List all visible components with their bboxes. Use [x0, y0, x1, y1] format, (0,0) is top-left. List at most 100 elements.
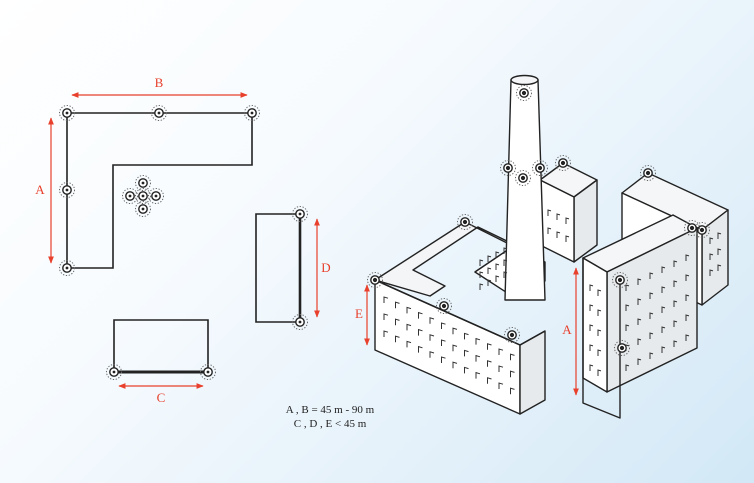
window-mark	[441, 356, 446, 363]
window-mark	[597, 349, 602, 356]
window-mark	[625, 344, 630, 351]
chimney	[499, 74, 549, 301]
l-building	[366, 213, 546, 415]
window-mark	[487, 343, 492, 350]
window-mark	[510, 370, 515, 378]
window-mark	[547, 209, 552, 216]
window-mark	[495, 251, 500, 258]
window-mark	[498, 365, 504, 372]
window-mark	[597, 309, 602, 316]
window-mark	[661, 326, 666, 333]
window-mark	[673, 340, 678, 347]
window-mark	[625, 364, 630, 371]
window-mark	[547, 227, 552, 234]
window-mark	[395, 301, 400, 309]
window-mark	[625, 324, 630, 331]
window-mark	[589, 344, 594, 351]
window-mark	[479, 259, 484, 266]
window-mark	[395, 335, 400, 343]
window-mark	[597, 289, 602, 296]
window-mark	[503, 247, 508, 254]
window-mark	[395, 318, 400, 326]
window-mark	[406, 340, 412, 348]
window-mark	[637, 318, 642, 325]
window-mark	[487, 267, 492, 274]
window-mark	[452, 327, 458, 335]
window-mark	[661, 266, 666, 273]
window-mark	[498, 348, 504, 355]
isometric-complex	[366, 74, 729, 419]
window-mark	[487, 360, 492, 367]
window-mark	[649, 272, 654, 279]
plan-c: C	[105, 319, 217, 405]
dimension-e-label: E	[355, 306, 363, 321]
block-front-right	[582, 214, 701, 419]
window-mark	[383, 296, 389, 303]
window-mark	[637, 298, 642, 305]
caption-line-2: C , D , E < 45 m	[293, 418, 367, 430]
window-mark	[498, 382, 504, 389]
window-mark	[649, 352, 654, 359]
window-mark	[479, 271, 484, 278]
window-mark	[673, 320, 678, 327]
window-mark	[464, 332, 469, 340]
window-mark	[383, 330, 389, 337]
window-mark	[637, 338, 642, 345]
window-mark	[464, 366, 469, 374]
plan-d: D	[255, 205, 331, 331]
window-mark	[475, 337, 481, 345]
window-mark	[685, 274, 690, 281]
window-mark	[685, 314, 690, 321]
window-mark	[649, 292, 654, 299]
window-mark	[510, 387, 515, 395]
window-mark	[589, 304, 594, 311]
window-mark	[685, 334, 690, 341]
window-mark	[589, 364, 594, 371]
l-plan-outline	[66, 112, 253, 269]
dimension-d-label: D	[321, 260, 330, 275]
window-mark	[649, 332, 654, 339]
window-mark	[597, 369, 602, 376]
window-mark	[685, 294, 690, 301]
window-mark	[441, 339, 446, 346]
block-back-center	[539, 154, 598, 263]
window-mark	[452, 361, 458, 369]
window-mark	[673, 280, 678, 287]
window-mark	[637, 358, 642, 365]
window-mark	[625, 304, 630, 311]
window-mark	[495, 263, 500, 270]
window-mark	[487, 255, 492, 262]
window-mark	[479, 283, 484, 290]
window-mark	[487, 279, 492, 286]
window-mark	[487, 377, 492, 384]
window-mark	[464, 349, 469, 357]
window-mark	[418, 328, 423, 336]
window-mark	[429, 351, 435, 358]
window-mark	[637, 278, 642, 285]
window-mark	[429, 334, 435, 341]
window-mark	[556, 213, 561, 220]
window-mark	[649, 312, 654, 319]
dimension-a-label: A	[35, 182, 45, 197]
window-mark	[418, 345, 423, 353]
window-mark	[589, 324, 594, 331]
window-mark	[709, 253, 714, 260]
window-mark	[709, 237, 714, 244]
window-mark	[406, 323, 412, 331]
window-mark	[717, 232, 722, 239]
window-mark	[495, 275, 500, 282]
window-mark	[589, 284, 594, 291]
window-mark	[441, 322, 446, 329]
window-mark	[503, 271, 508, 278]
window-mark	[673, 300, 678, 307]
window-mark	[597, 329, 602, 336]
window-mark	[503, 259, 508, 266]
window-marks	[383, 209, 722, 395]
window-mark	[673, 260, 678, 267]
window-mark	[475, 371, 481, 379]
window-mark	[556, 231, 561, 238]
window-mark	[625, 284, 630, 291]
window-mark	[661, 306, 666, 313]
